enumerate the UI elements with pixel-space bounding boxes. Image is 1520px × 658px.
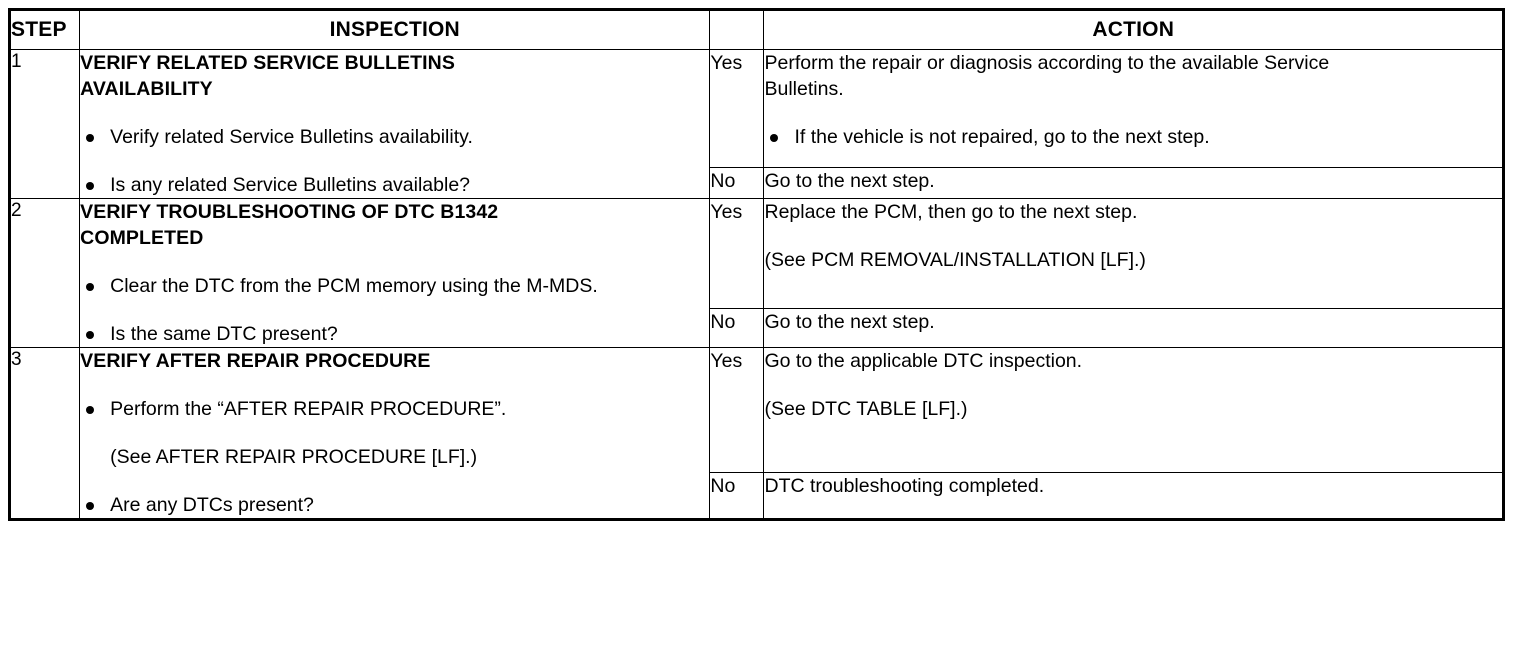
spacer	[80, 470, 709, 492]
action-cell-2-no: Go to the next step.	[763, 307, 1504, 349]
inspection-title-1-line1: VERIFY RELATED SERVICE BULLETINS	[80, 52, 455, 74]
action-text-1-yes-line1: Perform the repair or diagnosis accordin…	[764, 52, 1330, 74]
action-note-3-yes: (See DTC TABLE [LF].)	[764, 398, 968, 420]
spacer	[80, 102, 709, 124]
table-header: STEP INSPECTION ACTION	[8, 9, 1504, 50]
inspection-title-2-line1: VERIFY TROUBLESHOOTING OF DTC B1342	[80, 201, 499, 223]
table-row: 2 VERIFY TROUBLESHOOTING OF DTC B1342 CO…	[8, 198, 1504, 348]
branch-label-1-yes: Yes	[709, 49, 765, 168]
action-cell-1-yes: Perform the repair or diagnosis accordin…	[763, 49, 1504, 168]
inspection-cell-3: VERIFY AFTER REPAIR PROCEDURE Perform th…	[79, 347, 711, 520]
list-item: Is any related Service Bulletins availab…	[80, 172, 709, 198]
action-bullets-1-yes: If the vehicle is not repaired, go to th…	[764, 124, 1502, 150]
action-text-3-yes: Go to the applicable DTC inspection.	[764, 350, 1083, 372]
table-row: No Go to the next step.	[10, 307, 1504, 349]
list-item: Clear the DTC from the PCM memory using …	[80, 273, 709, 299]
dtc-troubleshooting-table: STEP INSPECTION ACTION 1 VERIFY RELATED …	[8, 8, 1505, 521]
column-header-action: ACTION	[763, 9, 1504, 50]
column-header-yesno	[709, 9, 765, 50]
spacer	[80, 251, 709, 273]
step-number-1: 1	[8, 49, 81, 199]
list-item: Verify related Service Bulletins availab…	[80, 124, 709, 150]
action-text-2-yes: Replace the PCM, then go to the next ste…	[764, 201, 1138, 223]
inspection-bullets-3: Perform the “AFTER REPAIR PROCEDURE”. (S…	[80, 396, 709, 518]
action-cell-2-yes: Replace the PCM, then go to the next ste…	[763, 198, 1504, 309]
inspection-bullets-2: Clear the DTC from the PCM memory using …	[80, 273, 709, 347]
list-item: Perform the “AFTER REPAIR PROCEDURE”.	[80, 396, 709, 422]
spacer	[80, 299, 709, 321]
spacer	[764, 225, 1502, 247]
inspection-cell-2: VERIFY TROUBLESHOOTING OF DTC B1342 COMP…	[79, 198, 711, 348]
inspection-cell-1: VERIFY RELATED SERVICE BULLETINS AVAILAB…	[79, 49, 711, 199]
inspection-note-3: (See AFTER REPAIR PROCEDURE [LF].)	[110, 446, 478, 468]
table-body: 1 VERIFY RELATED SERVICE BULLETINS AVAIL…	[8, 49, 1504, 520]
inspection-title-3: VERIFY AFTER REPAIR PROCEDURE	[80, 348, 709, 374]
table-row: No Go to the next step.	[10, 166, 1504, 200]
spacer	[80, 374, 709, 396]
action-cell-3-yes: Go to the applicable DTC inspection. (Se…	[763, 346, 1504, 474]
action-text-1-no: Go to the next step.	[764, 169, 935, 192]
inspection-title-3-line1: VERIFY AFTER REPAIR PROCEDURE	[80, 350, 431, 372]
branch-label-1-no: No	[709, 166, 765, 200]
action-note-2-yes: (See PCM REMOVAL/INSTALLATION [LF].)	[764, 249, 1146, 271]
header-row: STEP INSPECTION ACTION	[8, 9, 1504, 50]
action-cell-3-no: DTC troubleshooting completed.	[763, 472, 1504, 520]
list-item: Is the same DTC present?	[80, 321, 709, 347]
branch-label-3-yes: Yes	[709, 346, 765, 474]
spacer	[80, 150, 709, 172]
list-item: If the vehicle is not repaired, go to th…	[764, 124, 1502, 150]
inspection-title-1-line2: AVAILABILITY	[80, 78, 213, 100]
table-row: No DTC troubleshooting completed.	[10, 472, 1504, 520]
step-number-3: 3	[8, 347, 81, 520]
action-cell-1-no: Go to the next step.	[763, 166, 1504, 200]
branch-label-2-yes: Yes	[709, 198, 765, 309]
step-number-2: 2	[8, 198, 81, 348]
branch-label-2-no: No	[709, 307, 765, 349]
table-row: 1 VERIFY RELATED SERVICE BULLETINS AVAIL…	[8, 49, 1504, 199]
spacer	[764, 102, 1502, 124]
list-item: Are any DTCs present?	[80, 492, 709, 518]
inspection-title-2: VERIFY TROUBLESHOOTING OF DTC B1342 COMP…	[80, 199, 709, 251]
inspection-title-2-line2: COMPLETED	[80, 227, 204, 249]
spacer	[80, 422, 709, 444]
column-header-step: STEP	[8, 9, 81, 50]
action-text-1-yes-line2: Bulletins.	[764, 78, 844, 100]
table-row: 3 VERIFY AFTER REPAIR PROCEDURE Perform …	[8, 346, 1504, 520]
spacer	[764, 374, 1502, 396]
column-header-inspection: INSPECTION	[79, 9, 711, 50]
inspection-title-1: VERIFY RELATED SERVICE BULLETINS AVAILAB…	[80, 50, 709, 102]
inspection-bullets-1: Verify related Service Bulletins availab…	[80, 124, 709, 198]
action-text-2-no: Go to the next step.	[764, 310, 935, 333]
action-text-3-no: DTC troubleshooting completed.	[764, 475, 1045, 498]
branch-label-3-no: No	[709, 472, 765, 520]
